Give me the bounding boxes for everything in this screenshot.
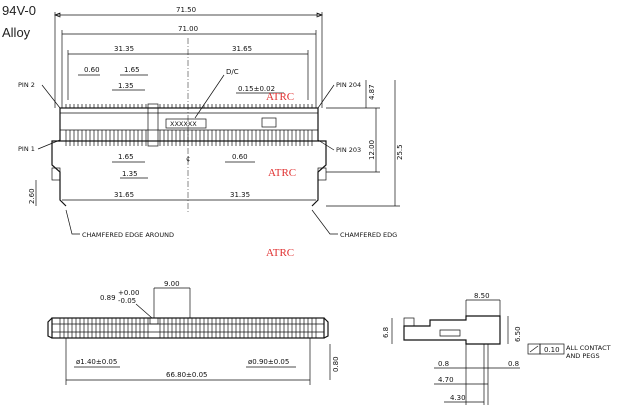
dim-pitch-a: 0.60 bbox=[84, 66, 100, 74]
dim-peg-span: 66.80±0.05 bbox=[166, 371, 208, 379]
pin2-label: PIN 2 bbox=[18, 81, 35, 89]
watermark-3: ATRC bbox=[266, 247, 294, 259]
alloy-label: Alloy bbox=[2, 25, 31, 40]
dim-right-top: 31.65 bbox=[232, 45, 252, 53]
dim-span-a: 1.65 bbox=[124, 66, 140, 74]
connector-body bbox=[59, 107, 319, 142]
pin1-label: PIN 1 bbox=[18, 145, 35, 153]
dim-d2: 0.8 bbox=[508, 360, 519, 368]
dim-span-c: 1.35 bbox=[122, 170, 138, 178]
dim-key-tol-plus: +0.00 bbox=[118, 289, 139, 297]
dim-overall-length: 71.50 bbox=[176, 6, 196, 14]
centerline-symbol: ¢ bbox=[186, 155, 190, 163]
dim-h-mid: 12.00 bbox=[368, 140, 376, 160]
chamfer-left-label: CHAMFERED EDGE AROUND bbox=[82, 231, 174, 239]
left-latch bbox=[51, 140, 67, 207]
dim-body-length: 71.00 bbox=[178, 25, 198, 33]
pin204-label: PIN 204 bbox=[336, 81, 361, 89]
chamfer-right-label: CHAMFERED EDG bbox=[340, 231, 397, 239]
dim-h-total: 25.5 bbox=[396, 144, 404, 160]
marking-code: XXXXXX bbox=[170, 120, 197, 128]
pin-pitch-tolerance: 0.15±0.02 bbox=[238, 85, 275, 93]
dim-key-tol-minus: -0.05 bbox=[118, 297, 136, 305]
dim-h-top: 4.87 bbox=[368, 84, 376, 100]
dim-h-left: 2.60 bbox=[28, 188, 36, 204]
dim-pitch-b: 1.65 bbox=[118, 153, 134, 161]
watermark-2: ATRC bbox=[268, 167, 296, 179]
dim-hole-left: ø1.40±0.05 bbox=[76, 358, 117, 366]
side-view: 8.50 6.8 6.50 0.10 ALL CONTACT AND PEGS … bbox=[382, 292, 611, 405]
material-rating-label: 94V-0 bbox=[2, 3, 36, 18]
side-body bbox=[403, 315, 501, 345]
dim-span-b: 1.35 bbox=[118, 82, 134, 90]
top-view: 71.50 71.00 31.35 31.65 0.60 1.65 1.35 D… bbox=[18, 6, 404, 239]
note-line-2: AND PEGS bbox=[566, 352, 600, 360]
dim-pitch-c: 0.60 bbox=[232, 153, 248, 161]
dim-peg-height: 0.80 bbox=[332, 356, 340, 372]
dim-key-width: 0.89 bbox=[100, 294, 116, 302]
tolerance-value: 0.10 bbox=[544, 346, 560, 354]
dim-d1: 0.8 bbox=[438, 360, 449, 368]
front-view: 9.00 0.89 +0.00 -0.05 ø1.40±0.05 ø0.90±0… bbox=[47, 280, 340, 385]
dim-side-height-left: 6.8 bbox=[382, 327, 390, 338]
note-line-1: ALL CONTACT bbox=[566, 344, 611, 352]
dim-side-height-right: 6.50 bbox=[514, 326, 522, 342]
dim-d3: 4.70 bbox=[438, 376, 454, 384]
dim-left-top: 31.35 bbox=[114, 45, 134, 53]
dim-d4: 4.30 bbox=[450, 394, 466, 402]
dim-hole-right: ø0.90±0.05 bbox=[248, 358, 289, 366]
pin203-label: PIN 203 bbox=[336, 146, 361, 154]
dim-side-width: 8.50 bbox=[474, 292, 490, 300]
dim-left-bottom: 31.65 bbox=[114, 191, 134, 199]
dim-right-bottom: 31.35 bbox=[230, 191, 250, 199]
dc-label: D/C bbox=[226, 68, 239, 76]
dim-notch: 9.00 bbox=[164, 280, 180, 288]
right-latch bbox=[311, 140, 327, 207]
watermark-1: ATRC bbox=[266, 91, 294, 103]
